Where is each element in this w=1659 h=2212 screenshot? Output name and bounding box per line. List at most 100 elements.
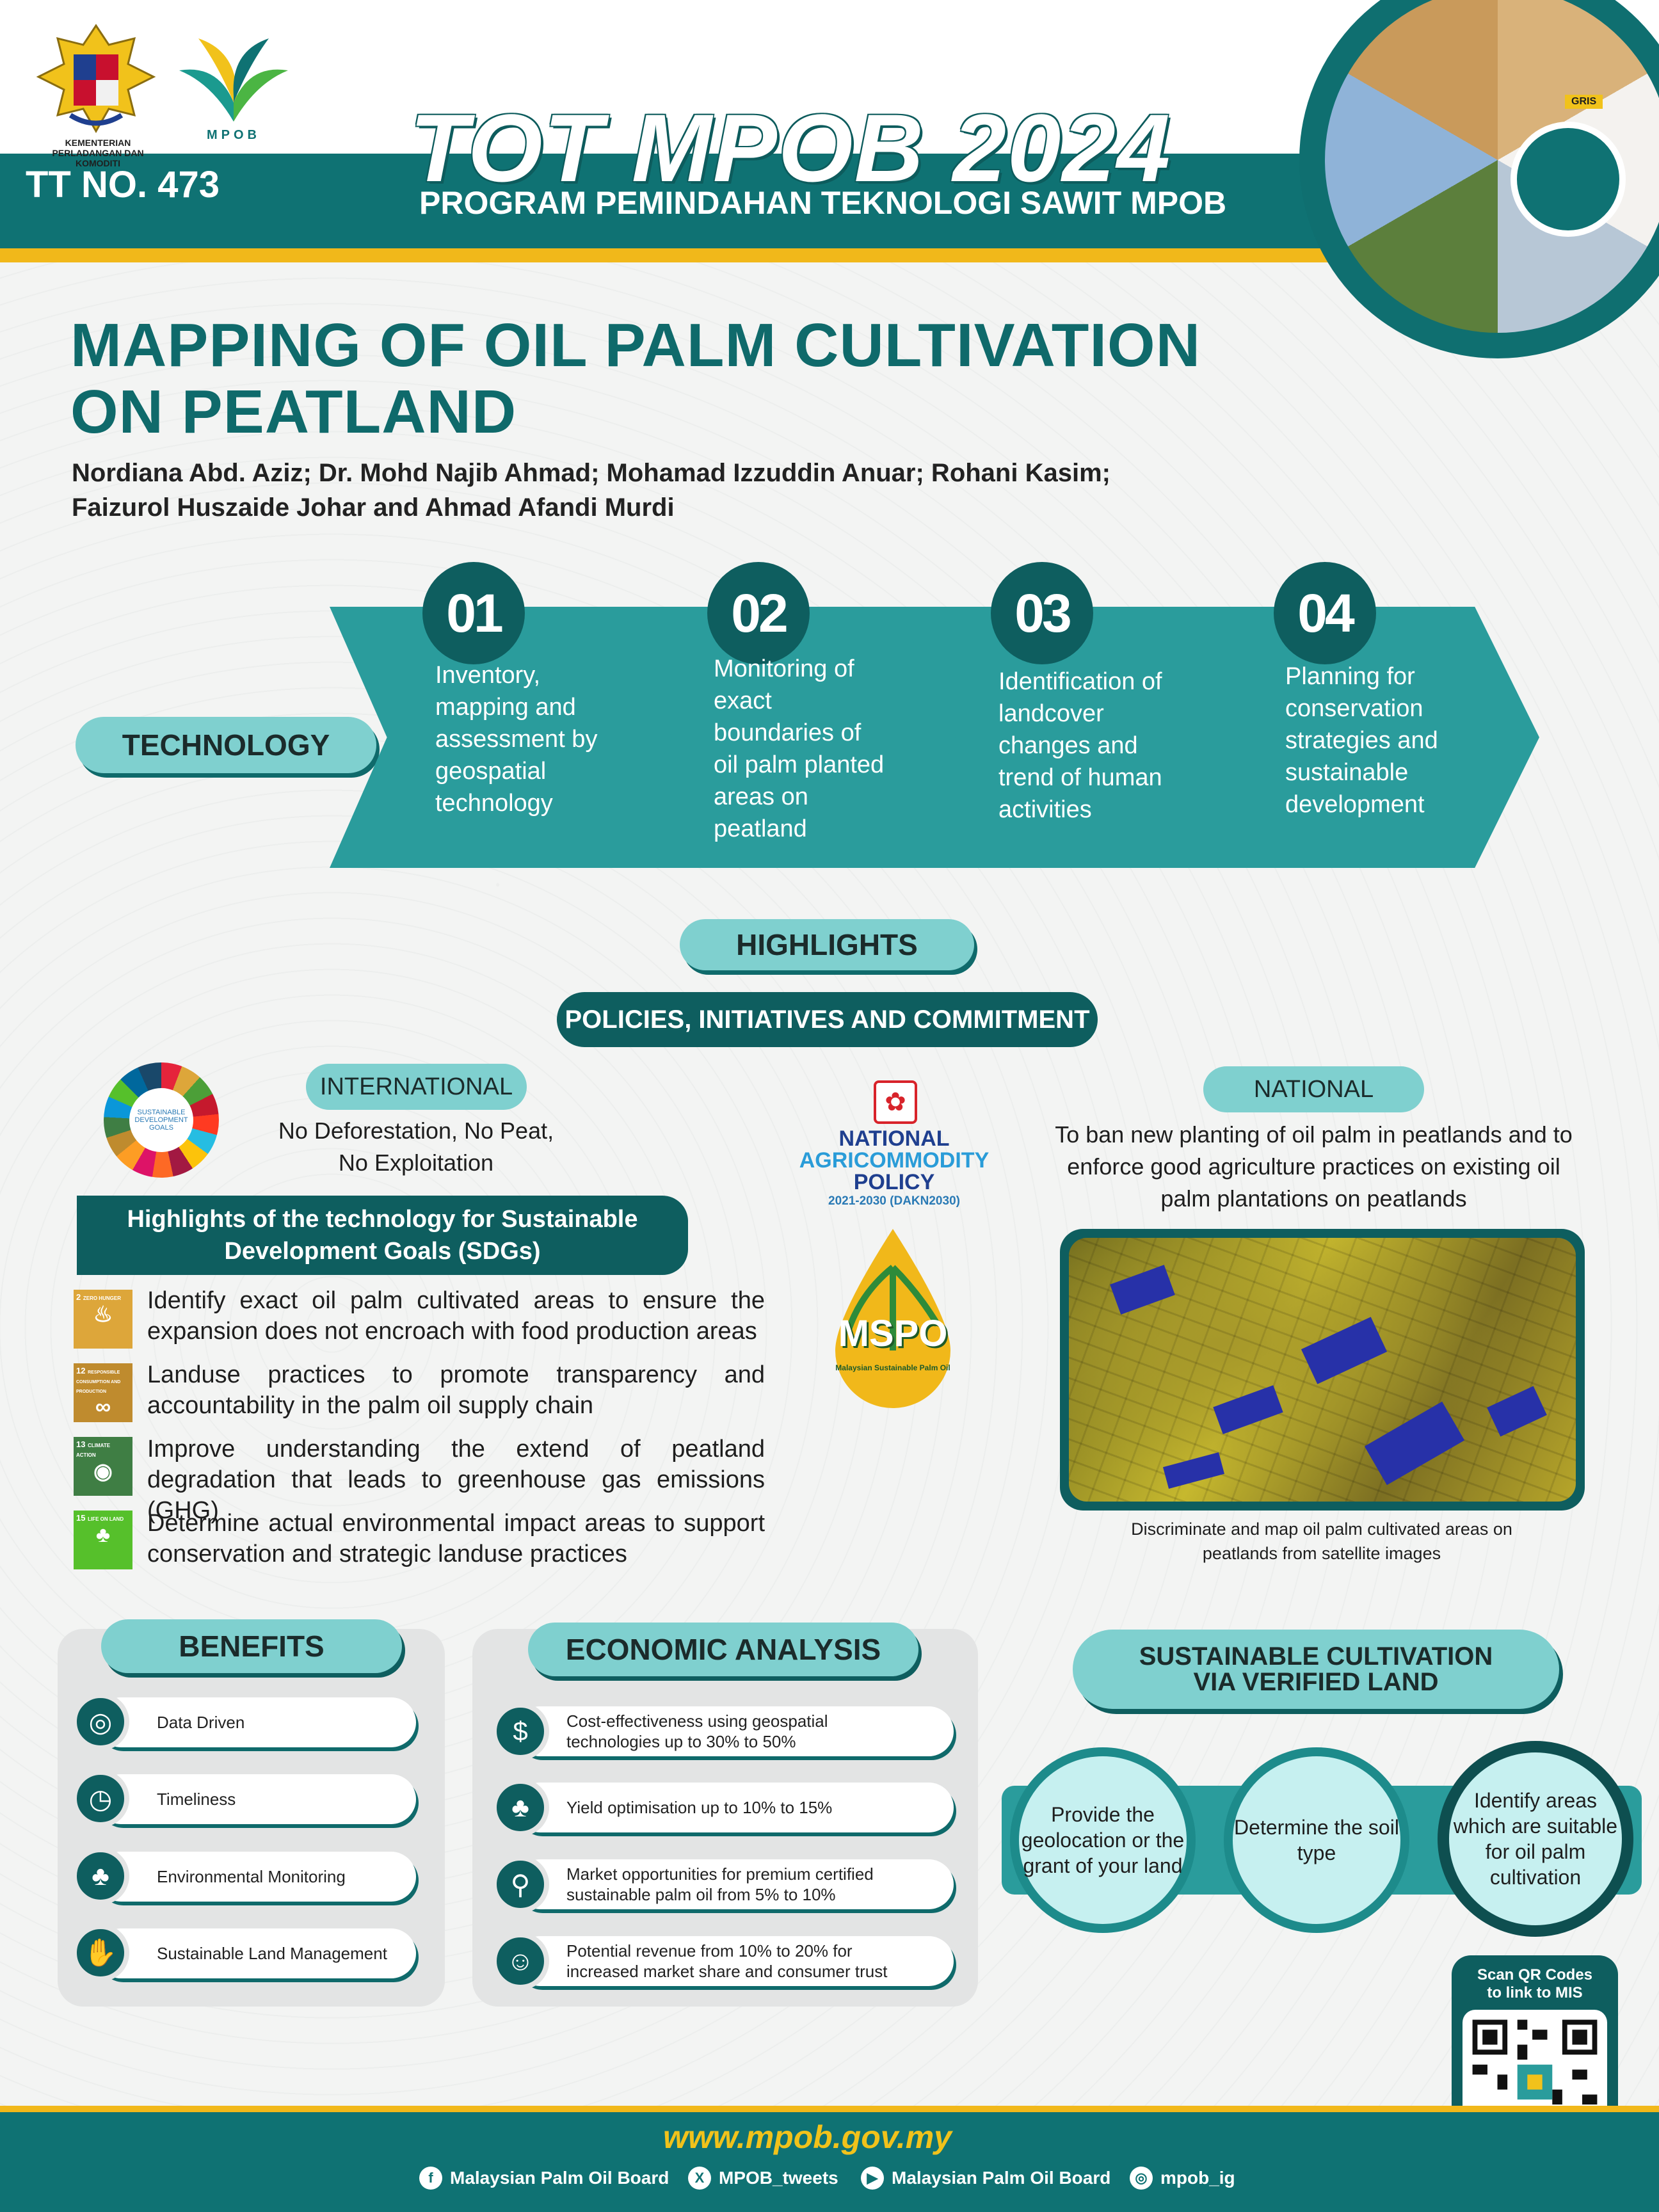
title-line-2: ON PEATLAND xyxy=(70,378,517,446)
sdg-highlights-box: Highlights of the technology for Sustain… xyxy=(77,1196,688,1275)
caption-line-2: peatlands from satellite images xyxy=(1202,1544,1441,1563)
instagram-icon: ◎ xyxy=(1130,2167,1153,2190)
national-text-line-3: palm plantations on peatlands xyxy=(1160,1185,1467,1212)
benefit-item-data-driven: Data Driven xyxy=(96,1697,416,1747)
target-icon: ◎ xyxy=(72,1693,129,1751)
facebook-link[interactable]: f Malaysian Palm Oil Board xyxy=(419,2167,669,2190)
economic-item-cost: Cost-effectiveness using geospatial tech… xyxy=(515,1706,954,1756)
authors-line-1: Nordiana Abd. Aziz; Dr. Mohd Najib Ahmad… xyxy=(72,459,1110,487)
step-number-2: 02 xyxy=(707,562,810,664)
qr-label-line-2: to link to MIS xyxy=(1487,1984,1583,2001)
mspo-logo-text: MSPO xyxy=(838,1313,948,1354)
step-number-3: 03 xyxy=(991,562,1093,664)
policy-logo-line-1: NATIONAL xyxy=(838,1126,950,1151)
header-yellow-stripe xyxy=(0,248,1659,262)
sdg-13-icon: 13 CLIMATE ACTION◉ xyxy=(74,1437,132,1496)
qr-label-line-1: Scan QR Codes xyxy=(1477,1966,1593,1984)
step-number-4: 04 xyxy=(1274,562,1376,664)
palm-tree-icon: ♣ xyxy=(492,1779,549,1836)
sdg-logo-text: SUSTAINABLE DEVELOPMENT GOALS xyxy=(129,1088,193,1152)
sdg-2-icon: 2 ZERO HUNGER♨ xyxy=(74,1290,132,1349)
x-label: MPOB_tweets xyxy=(719,2168,838,2188)
sdg-12-icon: 12 RESPONSIBLE CONSUMPTION AND PRODUCTIO… xyxy=(74,1363,132,1422)
policy-logo-line-3: POLICY xyxy=(853,1170,935,1194)
event-subtitle: PROGRAM PEMINDAHAN TEKNOLOGI SAWIT MPOB xyxy=(419,185,1227,221)
highlights-label: HIGHLIGHTS xyxy=(680,919,974,970)
step-text-4: Planning for conservation strategies and… xyxy=(1285,663,1438,818)
sustainable-cultivation-title: SUSTAINABLE CULTIVATION VIA VERIFIED LAN… xyxy=(1073,1630,1559,1709)
economic-line: sustainable palm oil from 5% to 10% xyxy=(566,1885,836,1904)
economic-item-revenue: Potential revenue from 10% to 20% for inc… xyxy=(515,1936,954,1986)
youtube-link[interactable]: ▶ Malaysian Palm Oil Board xyxy=(861,2167,1110,2190)
benefit-label: Environmental Monitoring xyxy=(157,1866,346,1886)
benefit-label: Data Driven xyxy=(157,1712,245,1732)
mpob-logo-text: MPOB xyxy=(207,128,260,142)
international-text-line-2: No Exploitation xyxy=(338,1150,494,1176)
step-text-2: Monitoring of exact boundaries of oil pa… xyxy=(714,655,885,842)
mspo-logo xyxy=(835,1229,950,1408)
hand-plant-icon: ✋ xyxy=(72,1924,129,1982)
website-link[interactable]: www.mpob.gov.my xyxy=(663,2119,952,2155)
authors: Nordiana Abd. Aziz; Dr. Mohd Najib Ahmad… xyxy=(72,456,1110,525)
step-number-1: 01 xyxy=(422,562,525,664)
dollar-icon: $ xyxy=(492,1703,549,1760)
x-link[interactable]: X MPOB_tweets xyxy=(688,2167,838,2190)
international-label: INTERNATIONAL xyxy=(306,1064,527,1110)
agricommodity-emblem-icon: ✿ xyxy=(874,1080,917,1124)
economic-line: technologies up to 30% to 50% xyxy=(566,1732,796,1751)
photo-tag: GRIS xyxy=(1565,95,1603,109)
youtube-label: Malaysian Palm Oil Board xyxy=(892,2168,1111,2188)
benefit-label: Sustainable Land Management xyxy=(157,1943,387,1963)
national-text-line-2: enforce good agriculture practices on ex… xyxy=(1067,1153,1560,1180)
caption-line-1: Discriminate and map oil palm cultivated… xyxy=(1131,1519,1512,1539)
policy-logo-line-4: 2021-2030 (DAKN2030) xyxy=(828,1194,960,1208)
economic-line: Potential revenue from 10% to 20% for xyxy=(566,1941,853,1960)
satellite-image-caption: Discriminate and map oil palm cultivated… xyxy=(1050,1517,1594,1566)
policies-label: POLICIES, INITIATIVES AND COMMITMENT xyxy=(557,992,1098,1047)
facebook-icon: f xyxy=(419,2167,442,2190)
instagram-link[interactable]: ◎mpob_ig xyxy=(1130,2167,1235,2190)
magnifier-chart-icon: ⚲ xyxy=(492,1855,549,1913)
economic-line: increased market share and consumer trus… xyxy=(566,1962,888,1981)
economic-line: Cost-effectiveness using geospatial xyxy=(566,1711,828,1731)
international-text-line-1: No Deforestation, No Peat, xyxy=(278,1118,554,1144)
sdg-highlights-line-2: Development Goals (SDGs) xyxy=(224,1238,541,1265)
tt-number: TT NO. 473 xyxy=(26,164,220,205)
ministry-crest-logo xyxy=(36,24,156,134)
title-line-1: MAPPING OF OIL PALM CULTIVATION xyxy=(70,311,1201,380)
revenue-people-icon: ☺ xyxy=(492,1932,549,1990)
economic-title: ECONOMIC ANALYSIS xyxy=(528,1623,918,1676)
benefit-item-timeliness: Timeliness xyxy=(96,1774,416,1824)
x-icon: X xyxy=(688,2167,711,2190)
benefit-item-environmental-monitoring: Environmental Monitoring xyxy=(96,1852,416,1902)
step-text-3: Identification of landcover changes and … xyxy=(998,668,1162,823)
economic-item-yield: Yield optimisation up to 10% to 15% xyxy=(515,1783,954,1832)
national-agricommodity-policy-logo: NATIONAL AGRICOMMODITY POLICY 2021-2030 … xyxy=(789,1128,1000,1210)
youtube-icon: ▶ xyxy=(861,2167,884,2190)
authors-line-2: Faizurol Huszaide Johar and Ahmad Afandi… xyxy=(72,493,675,522)
page-title: MAPPING OF OIL PALM CULTIVATION ON PEATL… xyxy=(70,312,1201,445)
sc-step-2: Determine the soil type xyxy=(1224,1747,1409,1933)
sdg-2-text: Identify exact oil palm cultivated areas… xyxy=(147,1287,765,1345)
sdg-12-text: Landuse practices to promote transparenc… xyxy=(147,1361,765,1419)
economic-item-market: Market opportunities for premium certifi… xyxy=(515,1859,954,1909)
benefit-item-sustainable-land-management: Sustainable Land Management xyxy=(96,1928,416,1978)
economic-line: Market opportunities for premium certifi… xyxy=(566,1864,874,1884)
ministry-logo-text: KEMENTERIAN PERLADANGAN DAN KOMODITI xyxy=(52,138,144,168)
international-text: No Deforestation, No Peat, No Exploitati… xyxy=(243,1115,589,1179)
photo-collage-hub xyxy=(1511,122,1626,237)
sdg-15-icon: 15 LIFE ON LAND♣ xyxy=(74,1511,132,1569)
stopwatch-icon: ◷ xyxy=(72,1770,129,1827)
palm-tree-icon: ♣ xyxy=(72,1847,129,1905)
sdg-13-text: Improve understanding the extend of peat… xyxy=(147,1436,765,1524)
sc-step-3: Identify areas which are suitable for oi… xyxy=(1438,1741,1633,1937)
facebook-label: Malaysian Palm Oil Board xyxy=(450,2168,669,2188)
economic-line: Yield optimisation up to 10% to 15% xyxy=(566,1797,833,1817)
sdg-highlights-line-1: Highlights of the technology for Sustain… xyxy=(127,1206,638,1233)
qr-label: Scan QR Codes to link to MIS xyxy=(1452,1966,1618,2002)
sc-title-line-1: SUSTAINABLE CULTIVATION xyxy=(1139,1642,1493,1671)
national-text: To ban new planting of oil palm in peatl… xyxy=(1024,1119,1603,1215)
national-text-line-1: To ban new planting of oil palm in peatl… xyxy=(1055,1121,1573,1148)
sc-step-1: Provide the geolocation or the grant of … xyxy=(1010,1747,1196,1933)
technology-label: TECHNOLOGY xyxy=(76,717,376,773)
